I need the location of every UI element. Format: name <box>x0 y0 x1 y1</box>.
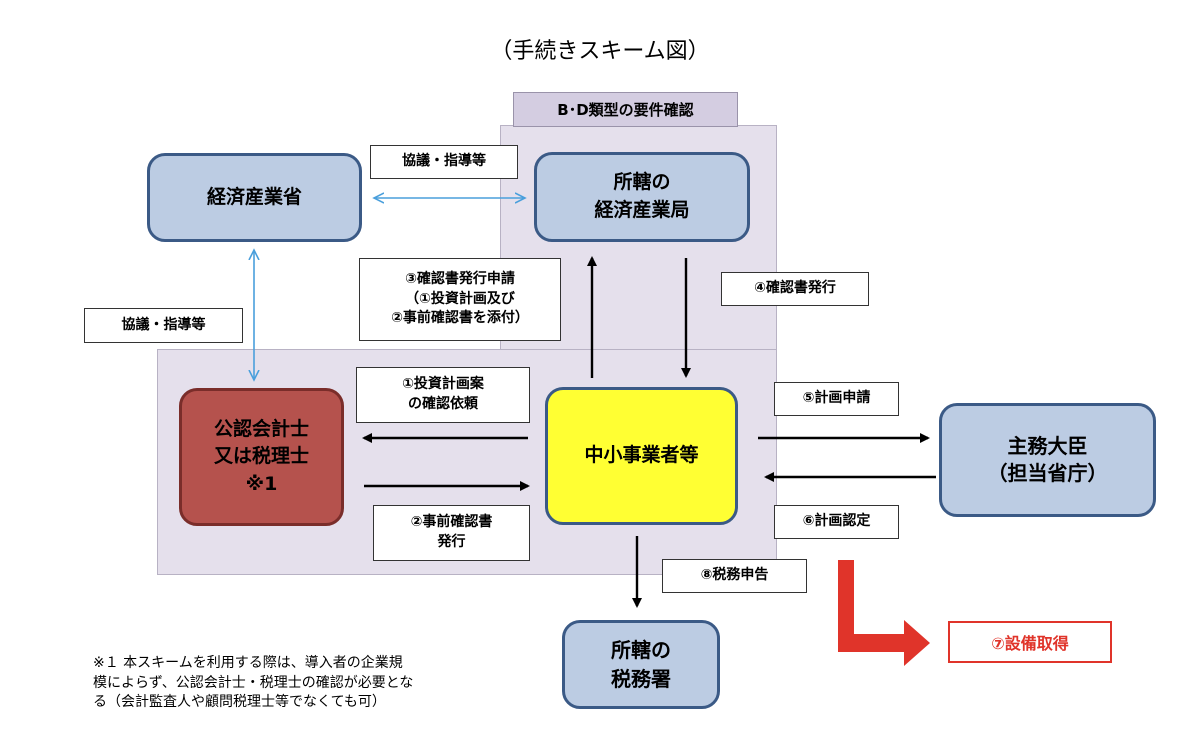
footnote: ※１ 本スキームを利用する際は、導入者の企業規 模によらず、公認会計士・税理士の… <box>93 655 414 711</box>
step7-arrow <box>838 560 930 666</box>
step6-label: ⑥計画認定 <box>774 505 899 539</box>
tax-office-node: 所轄の 税務署 <box>562 620 720 709</box>
region-label: B･D類型の要件確認 <box>513 92 738 127</box>
step4-label: ④確認書発行 <box>721 272 869 306</box>
regional-bureau-node: 所轄の 経済産業局 <box>534 152 750 242</box>
minister-node: 主務大臣 （担当省庁） <box>939 403 1156 517</box>
consult-label-top: 協議・指導等 <box>370 145 518 179</box>
meti-node: 経済産業省 <box>147 153 362 242</box>
step2-label: ②事前確認書 発行 <box>373 505 530 561</box>
step8-label: ⑧税務申告 <box>662 559 807 593</box>
diagram-title: （手続きスキーム図） <box>490 39 710 64</box>
step5-label: ⑤計画申請 <box>774 382 899 416</box>
consult-label-left: 協議・指導等 <box>84 308 243 343</box>
sme-node: 中小事業者等 <box>545 387 738 525</box>
step3-label: ③確認書発行申請 （①投資計画及び ②事前確認書を添付） <box>359 258 561 341</box>
step7-label: ⑦設備取得 <box>948 621 1112 663</box>
accountant-node: 公認会計士 又は税理士 ※1 <box>179 388 344 526</box>
step1-label: ①投資計画案 の確認依頼 <box>356 367 530 423</box>
